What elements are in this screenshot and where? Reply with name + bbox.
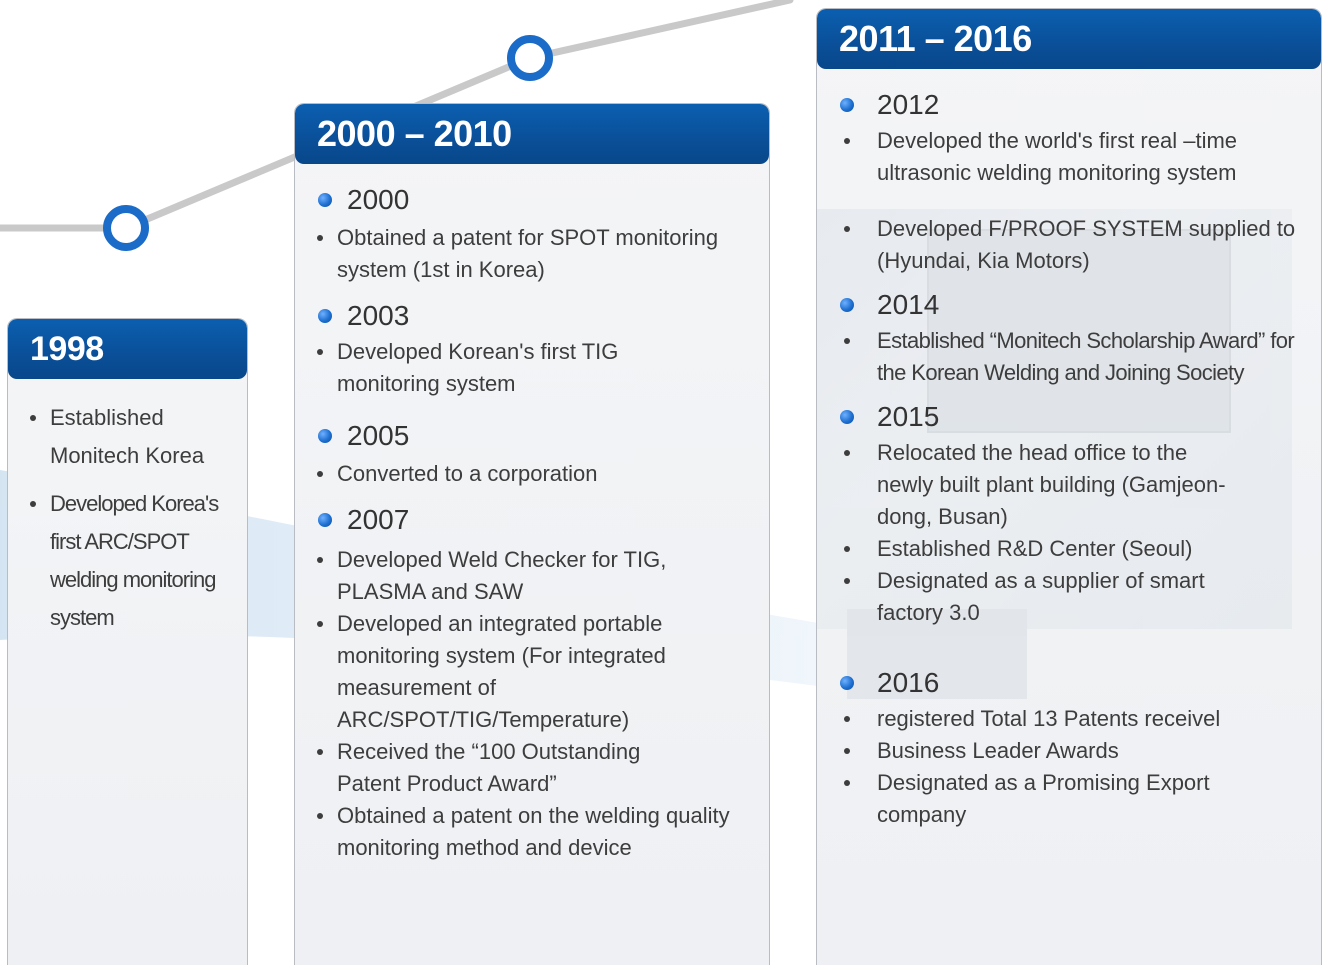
year-bullet-icon <box>318 193 332 207</box>
bullet-icon <box>30 501 36 507</box>
bullet-icon <box>317 349 323 355</box>
year-heading: 2007 <box>295 502 769 538</box>
list-item: Designated as a Promising Export company <box>817 767 1321 831</box>
list-item: Developed Weld Checker for TIG, PLASMA a… <box>295 544 769 608</box>
list-item: Received the “100 Outstanding Patent Pro… <box>295 736 769 800</box>
year-bullet-icon <box>318 429 332 443</box>
list-item: Business Leader Awards <box>817 735 1321 767</box>
timeline-node-icon <box>507 35 553 81</box>
list-item: Established “Monitech Scholarship Award”… <box>817 325 1321 389</box>
year-heading: 2005 <box>295 418 769 454</box>
year-heading: 2015 <box>817 399 1321 435</box>
list-item: Developed an integrated portable monitor… <box>295 608 769 736</box>
list-item: Developed Korean's first TIG monitoring … <box>295 336 769 400</box>
background-photo <box>817 209 1292 699</box>
period-title: 2011 – 2016 <box>817 9 1321 69</box>
bullet-icon <box>844 780 850 786</box>
year-heading: 2016 <box>817 665 1321 701</box>
list-item: registered Total 13 Patents receivel <box>817 703 1321 735</box>
bullet-icon <box>844 450 850 456</box>
year-bullet-icon <box>840 676 854 690</box>
bullet-icon <box>844 546 850 552</box>
year-heading: 2003 <box>295 298 769 334</box>
year-bullet-icon <box>840 298 854 312</box>
period-title: 2000 – 2010 <box>295 104 769 164</box>
period-card-2000-2010: 2000 – 2010 2000 Obtained a patent for S… <box>294 103 770 965</box>
bullet-icon <box>317 557 323 563</box>
bullet-icon <box>844 138 850 144</box>
list-item: Obtained a patent for SPOT monitoring sy… <box>295 222 769 286</box>
bullet-icon <box>317 235 323 241</box>
list-item: Developed the world's first real –time u… <box>817 125 1321 189</box>
year-bullet-icon <box>840 410 854 424</box>
list-item: Established R&D Center (Seoul) <box>817 533 1321 565</box>
bullet-icon <box>317 749 323 755</box>
year-bullet-icon <box>840 98 854 112</box>
year-bullet-icon <box>318 513 332 527</box>
bullet-icon <box>844 338 850 344</box>
list-item: Designated as a supplier of smart factor… <box>817 565 1321 629</box>
year-heading: 2014 <box>817 287 1321 323</box>
period-card-2011-2016: 2011 – 2016 2012 Developed the world's f… <box>816 8 1322 965</box>
period-card-1998: 1998 Established Monitech Korea Develope… <box>7 318 248 965</box>
year-heading: 2000 <box>295 182 769 218</box>
timeline-node-icon <box>103 205 149 251</box>
monitor-screen <box>927 229 1231 433</box>
list-item: Established Monitech Korea <box>8 399 247 475</box>
bullet-icon <box>30 415 36 421</box>
year-heading: 2012 <box>817 87 1321 123</box>
bullet-icon <box>317 621 323 627</box>
period-title: 1998 <box>8 319 247 379</box>
list-item: Relocated the head office to the newly b… <box>817 437 1321 533</box>
bullet-icon <box>317 471 323 477</box>
bullet-icon <box>844 226 850 232</box>
bullet-icon <box>844 578 850 584</box>
year-bullet-icon <box>318 309 332 323</box>
list-item: Converted to a corporation <box>295 458 769 490</box>
list-item: Obtained a patent on the welding quality… <box>295 800 769 864</box>
bullet-icon <box>844 716 850 722</box>
list-item: Developed F/PROOF SYSTEM supplied to (Hy… <box>817 213 1321 277</box>
list-item: Developed Korea's first ARC/SPOT welding… <box>8 485 247 637</box>
bullet-icon <box>844 748 850 754</box>
bullet-icon <box>317 813 323 819</box>
device-image <box>847 609 1027 699</box>
